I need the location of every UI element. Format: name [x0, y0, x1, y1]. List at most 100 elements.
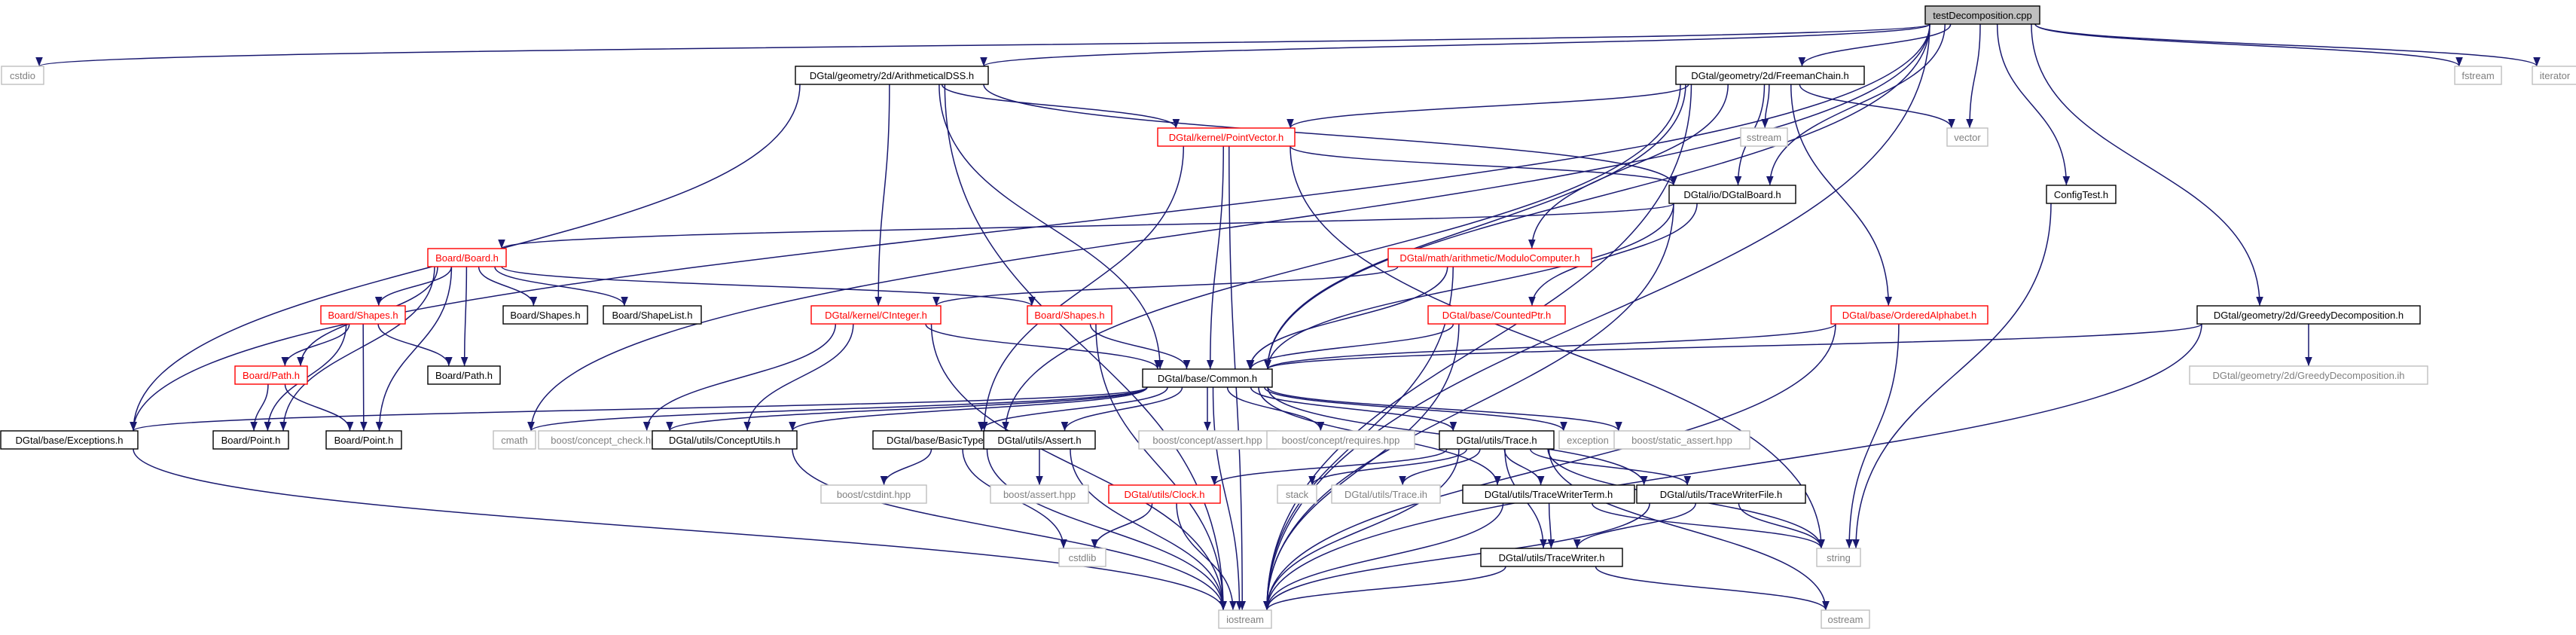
node-conceptcheck: boost/concept_check.hpp: [538, 430, 675, 450]
edge-boardh-to-boardpoint2: [375, 266, 453, 432]
node-fstream: fstream: [2454, 66, 2502, 85]
node-label-boardpath_b: Board/Path.h: [435, 370, 493, 381]
node-boardshapes_r2[interactable]: Board/Shapes.h: [1027, 305, 1113, 325]
edge-common-to-staticassert: [1267, 386, 1622, 432]
node-orderedalpha[interactable]: DGtal/base/OrderedAlphabet.h: [1830, 305, 1988, 325]
node-boardpath_r[interactable]: Board/Path.h: [234, 365, 308, 385]
edge-adss-to-dgtalboard: [983, 84, 1677, 186]
node-common[interactable]: DGtal/base/Common.h: [1142, 368, 1273, 388]
edge-boardshapes_r2-to-iostream: [1095, 323, 1227, 611]
node-box-boardpoint2: [325, 430, 402, 450]
edge-boardshapes_r-to-boardpath_r: [281, 323, 350, 367]
edge-trace-to-clock: [1210, 448, 1448, 486]
node-box-conceptrequires: [1266, 430, 1415, 450]
node-cstdint: boost/cstdint.hpp: [820, 484, 927, 504]
edge-root-to-cstdio: [36, 23, 1930, 67]
edge-greedy-to-iostream: [1263, 323, 2202, 611]
node-clock[interactable]: DGtal/utils/Clock.h: [1108, 484, 1221, 504]
node-box-orderedalpha: [1830, 305, 1988, 325]
node-configtest[interactable]: ConfigTest.h: [2046, 185, 2117, 204]
edge-cinteger-to-common: [925, 323, 1161, 370]
node-label-configtest: ConfigTest.h: [2054, 189, 2108, 200]
node-label-boardshapes_r2: Board/Shapes.h: [1034, 310, 1104, 321]
node-shapelist[interactable]: Board/ShapeList.h: [603, 305, 702, 325]
node-box-countedptr: [1427, 305, 1566, 325]
node-box-boostassert: [990, 484, 1089, 504]
edge-trace-to-stack: [1308, 448, 1467, 486]
node-exceptions[interactable]: DGtal/base/Exceptions.h: [0, 430, 139, 450]
node-traceih: DGtal/utils/Trace.ih: [1331, 484, 1441, 504]
node-boardshapes_r[interactable]: Board/Shapes.h: [320, 305, 406, 325]
node-tracewriter[interactable]: DGtal/utils/TraceWriter.h: [1480, 548, 1623, 567]
node-greedy[interactable]: DGtal/geometry/2d/GreedyDecomposition.h: [2196, 305, 2421, 325]
node-pointvector[interactable]: DGtal/kernel/PointVector.h: [1157, 127, 1296, 147]
edge-common-to-iostream: [1212, 386, 1244, 611]
node-tracewriterterm[interactable]: DGtal/utils/TraceWriterTerm.h: [1462, 484, 1635, 504]
node-label-sstream: sstream: [1747, 132, 1781, 143]
node-box-boardshapes_r2: [1027, 305, 1113, 325]
node-box-freeman: [1675, 66, 1865, 85]
node-box-boardpoint1: [212, 430, 289, 450]
node-boardpoint2[interactable]: Board/Point.h: [325, 430, 402, 450]
node-label-trace: DGtal/utils/Trace.h: [1456, 435, 1537, 446]
edge-assert-to-iostream: [1070, 448, 1227, 611]
edge-tracewriterterm-to-iostream: [1263, 502, 1504, 611]
node-dgtalboard[interactable]: DGtal/io/DGtalBoard.h: [1668, 185, 1796, 204]
node-tracewriterfile[interactable]: DGtal/utils/TraceWriterFile.h: [1636, 484, 1806, 504]
edge-exceptions-to-iostream: [133, 448, 1227, 611]
edge-freeman-to-basictypes: [1002, 84, 1681, 432]
node-box-boardh: [427, 248, 507, 267]
edge-basictypes-to-cstdint: [880, 448, 932, 486]
node-cmath: cmath: [493, 430, 536, 450]
node-label-pointvector: DGtal/kernel/PointVector.h: [1169, 132, 1283, 143]
edge-freeman-to-vector: [1799, 84, 1955, 129]
node-modulo[interactable]: DGtal/math/arithmetic/ModuloComputer.h: [1387, 248, 1592, 267]
node-label-modulo: DGtal/math/arithmetic/ModuloComputer.h: [1399, 252, 1579, 264]
node-boardh[interactable]: Board/Board.h: [427, 248, 507, 267]
edge-freeman-to-modulo: [1528, 84, 1729, 249]
node-root[interactable]: testDecomposition.cpp: [1924, 5, 2040, 25]
node-label-iterator: iterator: [2540, 70, 2571, 81]
node-box-cinteger: [810, 305, 942, 325]
node-freeman[interactable]: DGtal/geometry/2d/FreemanChain.h: [1675, 66, 1865, 85]
edge-boardh-to-boardshapes_r2: [501, 266, 1036, 307]
node-box-cstdlib: [1058, 548, 1106, 567]
node-greedy_ih: DGtal/geometry/2d/GreedyDecomposition.ih: [2189, 365, 2428, 385]
node-box-dgtalboard: [1668, 185, 1796, 204]
node-label-traceih: DGtal/utils/Trace.ih: [1344, 489, 1427, 500]
node-label-countedptr: DGtal/base/CountedPtr.h: [1442, 310, 1552, 321]
node-label-tracewriterfile: DGtal/utils/TraceWriterFile.h: [1660, 489, 1783, 500]
node-label-cstdlib: cstdlib: [1069, 552, 1097, 563]
node-stack: stack: [1277, 484, 1317, 504]
node-assert[interactable]: DGtal/utils/Assert.h: [983, 430, 1096, 450]
node-conceptrequires: boost/concept/requires.hpp: [1266, 430, 1415, 450]
node-label-common: DGtal/base/Common.h: [1158, 373, 1257, 384]
node-box-exception: [1558, 430, 1617, 450]
edge-tracewriterterm-to-tracewriter: [1547, 502, 1555, 549]
node-conceptutils[interactable]: DGtal/utils/ConceptUtils.h: [652, 430, 798, 450]
node-trace[interactable]: DGtal/utils/Trace.h: [1439, 430, 1555, 450]
node-boardpoint1[interactable]: Board/Point.h: [212, 430, 289, 450]
edge-boardh-to-shapelist: [494, 266, 628, 307]
edge-pointvector-to-common: [1206, 145, 1224, 370]
node-adss[interactable]: DGtal/geometry/2d/ArithmeticalDSS.h: [795, 66, 989, 85]
edge-root-to-vector: [1966, 23, 1981, 129]
node-cinteger[interactable]: DGtal/kernel/CInteger.h: [810, 305, 942, 325]
node-countedptr[interactable]: DGtal/base/CountedPtr.h: [1427, 305, 1566, 325]
edge-countedptr-to-iostream: [1263, 323, 1460, 611]
edge-orderedalpha-to-common: [1264, 323, 1836, 370]
edges-layer: [36, 23, 2541, 611]
node-label-exception: exception: [1567, 435, 1609, 446]
edge-tracewriterfile-to-iostream: [1263, 502, 1650, 611]
node-label-cinteger: DGtal/kernel/CInteger.h: [825, 310, 927, 321]
node-box-traceih: [1331, 484, 1441, 504]
node-box-conceptutils: [652, 430, 798, 450]
node-box-vector: [1946, 127, 1988, 147]
node-box-tracewriterterm: [1462, 484, 1635, 504]
edge-common-to-cmath: [527, 386, 1148, 432]
node-boardshapes_b[interactable]: Board/Shapes.h: [502, 305, 588, 325]
edge-root-to-adss: [980, 23, 1930, 67]
node-boardpath_b[interactable]: Board/Path.h: [427, 365, 501, 385]
